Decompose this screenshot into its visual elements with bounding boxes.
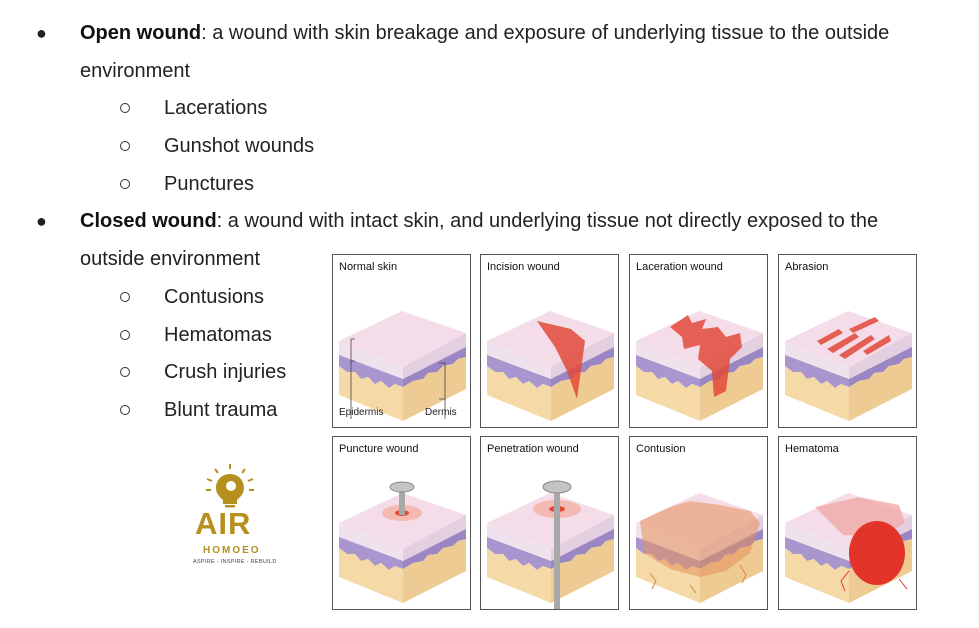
panel-caption: Puncture wound	[339, 443, 419, 455]
panel-caption: Incision wound	[487, 261, 560, 273]
logo-wordmark: AIR	[195, 506, 252, 541]
panel-abrasion: Abrasion	[778, 254, 917, 428]
circle-bullet-icon	[120, 103, 130, 113]
list-item-label: Lacerations	[164, 97, 268, 119]
skin-block-illustration	[339, 481, 466, 603]
list-item-label: Hematomas	[164, 324, 272, 346]
bullet-closed-wound: ● Closed wound: a wound with intact skin…	[0, 202, 979, 278]
panel-caption: Hematoma	[785, 443, 839, 455]
label-epidermis: Epidermis	[339, 407, 384, 418]
bullet-dot: ●	[36, 23, 47, 43]
bullet-open-wound: ● Open wound: a wound with skin breakage…	[0, 14, 979, 90]
bullet-text: Closed wound: a wound with intact skin, …	[80, 202, 920, 278]
panel-incision-wound: Incision wound	[480, 254, 619, 428]
list-item-label: Contusions	[164, 286, 265, 308]
skin-block-illustration	[487, 480, 614, 609]
label-dermis: Dermis	[425, 407, 457, 418]
skin-block-illustration	[785, 311, 912, 421]
panel-caption: Normal skin	[339, 261, 398, 273]
skin-block-illustration	[636, 311, 763, 421]
logo-brand: HOMOEO	[203, 545, 261, 556]
panel-caption: Contusion	[636, 443, 686, 455]
skin-block-illustration	[785, 493, 912, 603]
term-closed-wound: Closed wound	[80, 210, 217, 232]
circle-bullet-icon	[120, 292, 130, 302]
circle-bullet-icon	[120, 179, 130, 189]
panel-normal-skin: Normal skin Epidermis Dermis	[332, 254, 471, 428]
panel-laceration-wound: Laceration wound	[629, 254, 768, 428]
panel-contusion: Contusion	[629, 436, 768, 610]
skin-block-illustration	[636, 493, 763, 603]
bullet-dot: ●	[36, 211, 47, 231]
list-item-label: Blunt trauma	[164, 399, 278, 421]
lightbulb-icon	[206, 464, 254, 508]
circle-bullet-icon	[120, 141, 130, 151]
panel-caption: Abrasion	[785, 261, 829, 273]
circle-bullet-icon	[120, 367, 130, 377]
list-item-label: Punctures	[164, 173, 255, 195]
panel-penetration-wound: Penetration wound	[480, 436, 619, 610]
term-open-wound: Open wound	[80, 22, 202, 44]
skin-block-illustration	[339, 311, 466, 421]
list-item-label: Gunshot wounds	[164, 135, 315, 157]
circle-bullet-icon	[120, 330, 130, 340]
bullet-text: Open wound: a wound with skin breakage a…	[80, 14, 940, 90]
logo-tagline: ASPIRE - INSPIRE - REBUILD	[193, 559, 277, 565]
panel-puncture-wound: Puncture wound	[332, 436, 471, 610]
panel-caption: Penetration wound	[487, 443, 579, 455]
list-item-label: Crush injuries	[164, 361, 287, 383]
definition-closed-wound: : a wound with intact skin, and underlyi…	[80, 210, 879, 270]
definition-open-wound: : a wound with skin breakage and exposur…	[80, 22, 890, 82]
circle-bullet-icon	[120, 405, 130, 415]
skin-block-illustration	[487, 311, 614, 421]
panel-caption: Laceration wound	[636, 261, 723, 273]
air-homoeo-logo: AIR HOMOEO ASPIRE - INSPIRE - REBUILD	[185, 462, 277, 572]
panel-hematoma: Hematoma	[778, 436, 917, 610]
